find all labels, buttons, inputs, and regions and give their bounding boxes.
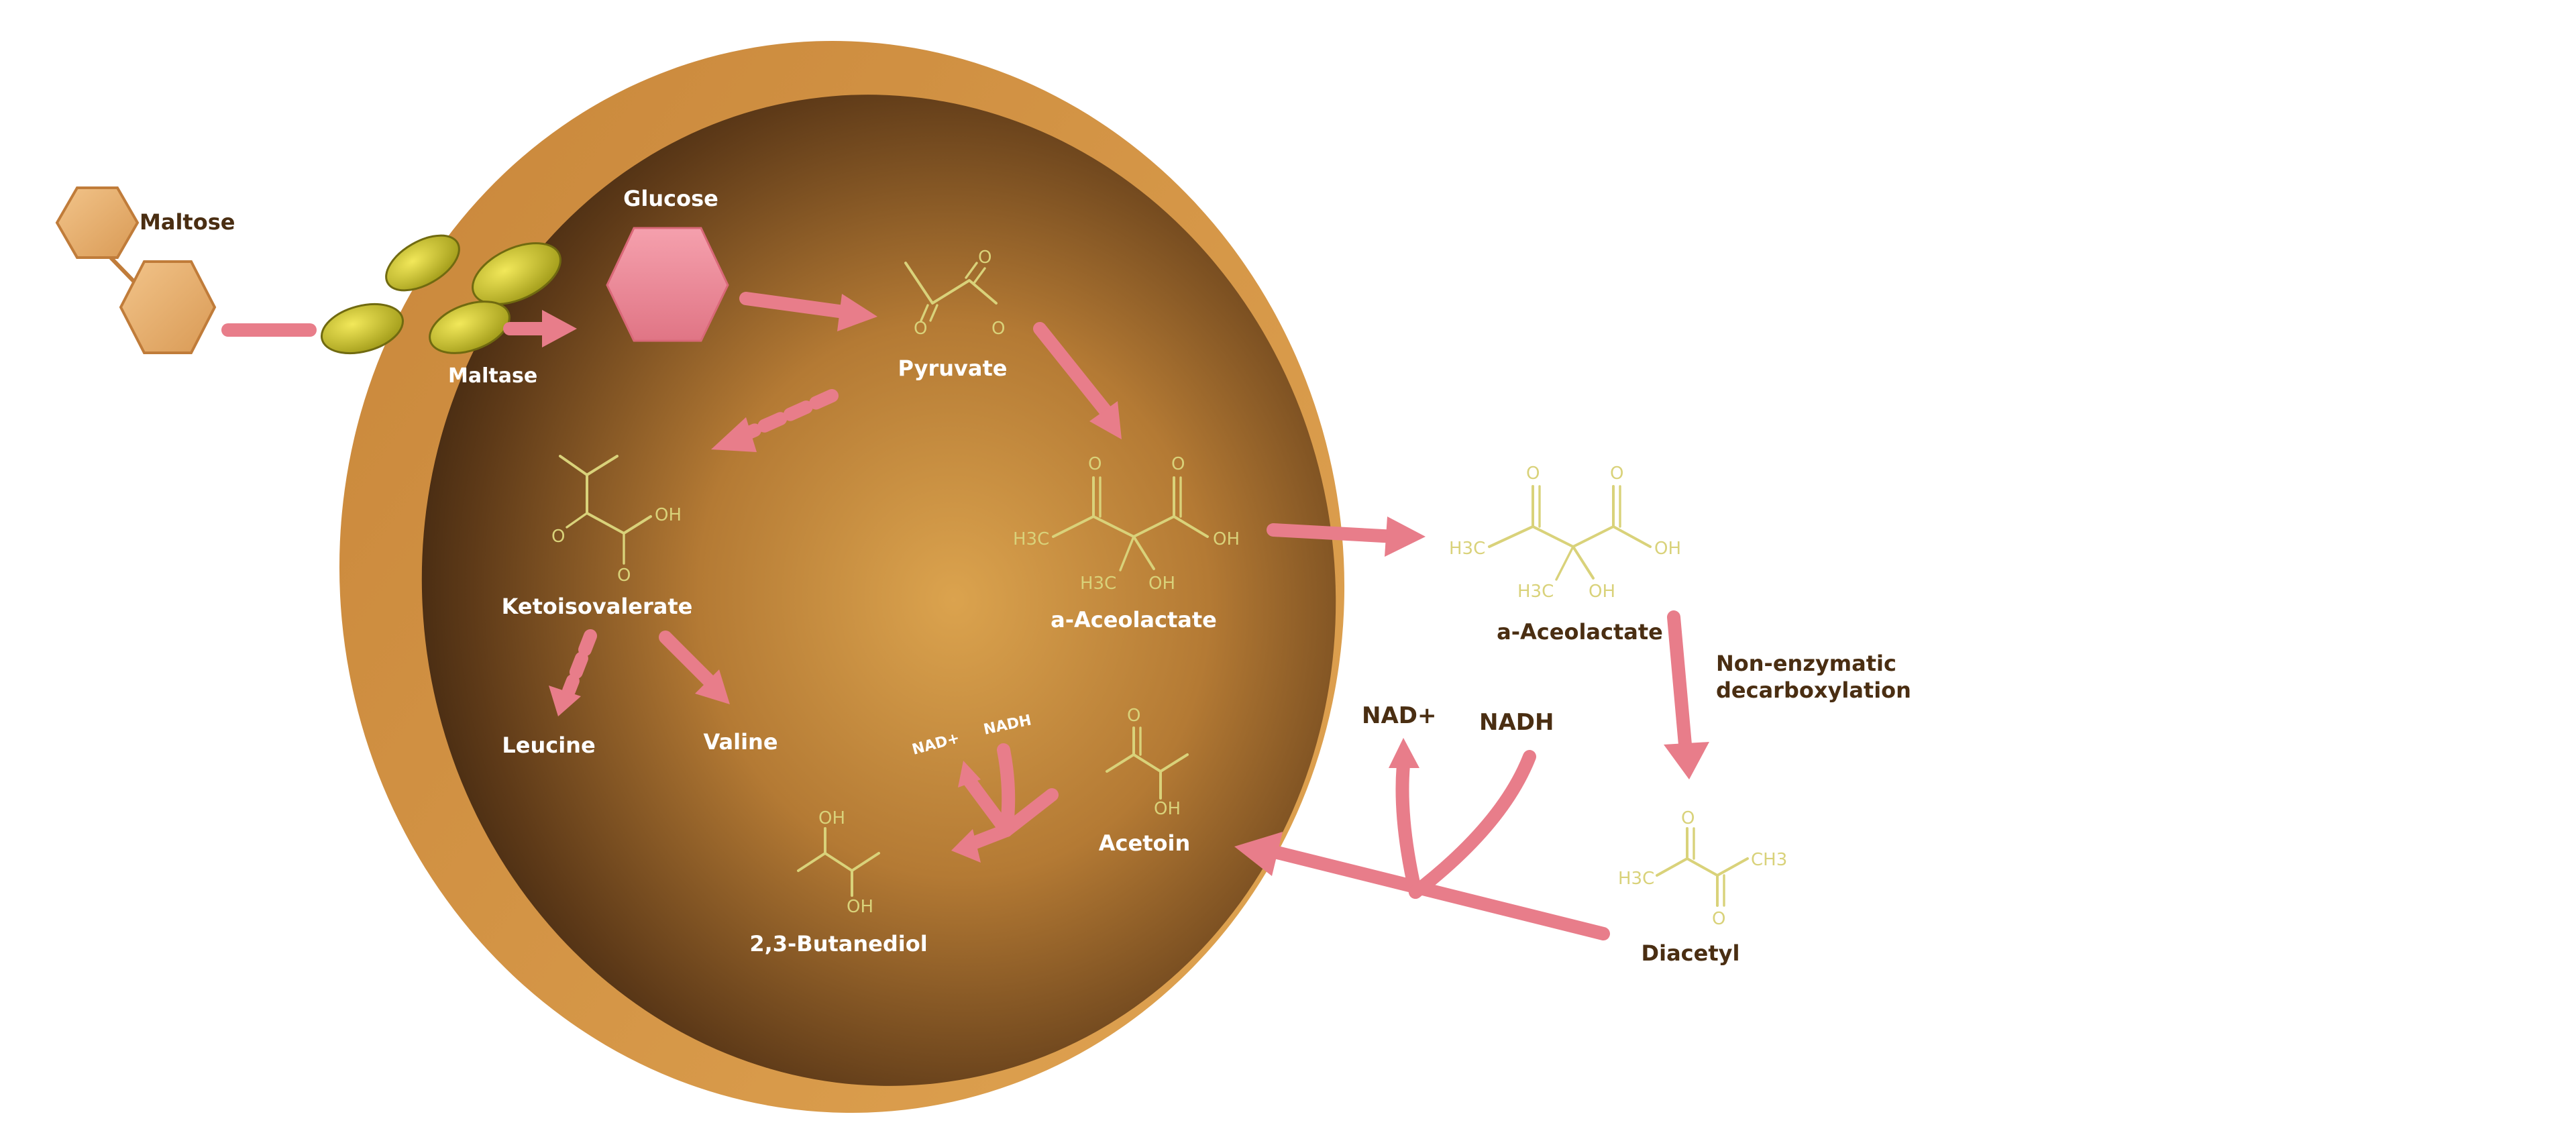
- svg-text:OH: OH: [655, 505, 682, 525]
- arrow-pyruvate-to-ketoisovalerate-dashed: [711, 389, 839, 452]
- arrow-maltase-to-glucose: [503, 310, 577, 347]
- arrow-acetoin-to-butanediol: [951, 743, 1059, 863]
- svg-text:O: O: [1171, 454, 1185, 474]
- butanediol-structure: OH OH: [797, 808, 880, 917]
- svg-text:H3C: H3C: [1449, 539, 1485, 559]
- non-enzymatic-label-line1: Non-enzymatic: [1716, 651, 1896, 676]
- butanediol-label: 2,3-Butanediol: [749, 931, 927, 957]
- svg-text:OH: OH: [1154, 799, 1181, 819]
- svg-text:O: O: [978, 248, 991, 268]
- aceolactate-structure-outside: H3C O O OH H3C OH: [1449, 464, 1681, 602]
- svg-text:OH: OH: [818, 808, 845, 828]
- yeast-cell: [339, 40, 1345, 1113]
- pink-hexagon-icon: [606, 227, 729, 342]
- svg-text:O: O: [914, 319, 927, 339]
- svg-text:OH: OH: [1213, 529, 1240, 549]
- maltose-label: Maltose: [140, 209, 235, 235]
- svg-text:OH: OH: [1589, 582, 1615, 602]
- nad-outside-label: NAD+: [1362, 702, 1436, 729]
- arrow-keto-to-leucine-dashed: [549, 629, 597, 716]
- acetoin-structure: O OH: [1106, 706, 1189, 819]
- svg-text:H3C: H3C: [1618, 869, 1654, 889]
- svg-text:O: O: [617, 565, 631, 586]
- aceolactate-structure-inside: H3C O O OH H3C OH: [1013, 454, 1240, 594]
- svg-text:O: O: [1127, 706, 1140, 726]
- svg-text:O: O: [1610, 464, 1623, 484]
- pathway-arrows: [221, 292, 1709, 940]
- cytoplasm: [421, 95, 1336, 1086]
- svg-text:H3C: H3C: [1013, 529, 1049, 549]
- glucose-label: Glucose: [623, 186, 718, 211]
- valine-label: Valine: [703, 729, 777, 755]
- svg-text:OH: OH: [847, 897, 873, 917]
- double-hexagon-icon: [55, 186, 217, 354]
- aceolactate-outside-label: a-Aceolactate: [1497, 619, 1663, 645]
- svg-text:O: O: [991, 319, 1005, 339]
- acetoin-label: Acetoin: [1099, 830, 1190, 856]
- ketoisovalerate-label: Ketoisovalerate: [502, 594, 693, 619]
- diacetyl-label: Diacetyl: [1642, 940, 1740, 966]
- svg-text:CH3: CH3: [1751, 850, 1787, 870]
- arrow-aceolactate-export: [1267, 517, 1426, 557]
- svg-text:O: O: [1526, 464, 1540, 484]
- pyruvate-structure: O O O: [904, 248, 1005, 339]
- pyruvate-label: Pyruvate: [898, 356, 1008, 381]
- svg-text:O: O: [1681, 808, 1695, 828]
- non-enzymatic-label-line2: decarboxylation: [1716, 677, 1911, 703]
- arrow-decarboxylation: [1664, 610, 1709, 779]
- arrow-pyruvate-to-aceolactate: [1033, 322, 1122, 439]
- svg-text:O: O: [551, 527, 565, 547]
- arrow-keto-to-valine: [659, 631, 730, 704]
- svg-text:OH: OH: [1654, 539, 1681, 559]
- aceolactate-inside-label: a-Aceolactate: [1051, 607, 1217, 633]
- nadh-outside-label: NADH: [1479, 709, 1554, 736]
- leucine-label: Leucine: [502, 732, 595, 758]
- svg-text:H3C: H3C: [1080, 574, 1116, 594]
- svg-text:O: O: [1088, 454, 1102, 474]
- svg-text:OH: OH: [1148, 574, 1175, 594]
- maltase-label: Maltase: [448, 364, 537, 388]
- svg-text:O: O: [1712, 909, 1725, 929]
- ketoisovalerate-structure: O OH O: [551, 455, 682, 586]
- arrow-glucose-to-pyruvate: [739, 292, 877, 331]
- diacetyl-structure: H3C O CH3 O: [1618, 808, 1787, 929]
- yellow-enzyme-icon: [320, 234, 561, 355]
- arrow-diacetyl-to-acetoin: [1234, 738, 1610, 940]
- svg-text:H3C: H3C: [1517, 582, 1554, 602]
